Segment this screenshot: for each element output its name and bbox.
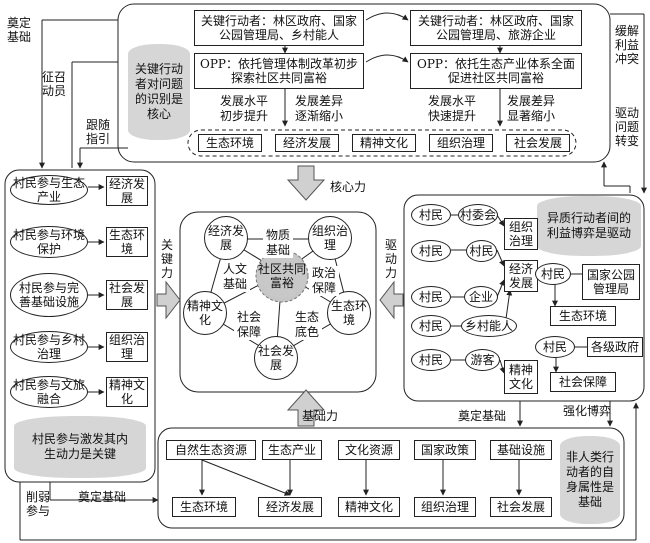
center-node-ecology: 生态环境	[327, 291, 371, 335]
center-link-humanistic: 人文基础	[220, 262, 250, 292]
left-box-social: 社会发展	[106, 280, 148, 310]
base-force-arrow	[286, 389, 326, 427]
key-force-arrow	[156, 280, 181, 320]
left-oval-infrastructure: 村民参与完善基础设施	[10, 273, 88, 317]
bottom-src-industry: 生态产业	[262, 440, 322, 460]
bottom-tgt-governance: 组织治理	[414, 497, 476, 517]
establish-basis-label: 奠定基础	[6, 16, 31, 44]
right-villager-4: 村民	[535, 263, 571, 285]
top-frame	[117, 3, 611, 163]
center-link-material: 物质基础	[263, 228, 293, 258]
drive-force-arrow	[379, 280, 404, 320]
bottom-src-policy: 国家政策	[414, 440, 476, 460]
left-frame	[4, 169, 156, 483]
top-dim-governance: 组织治理	[429, 134, 493, 152]
top-left-gap-text: 发展差异逐渐缩小	[294, 94, 343, 123]
follow-label: 跟随指引	[85, 118, 110, 146]
left-key-cylinder: 村民参与激发其内生动力是关键	[14, 416, 146, 478]
core-force-label: 核心力	[330, 180, 367, 194]
bottom-src-culture: 文化资源	[338, 440, 400, 460]
top-actor-box-1: 关键行动者：林区政府、国家公园管理局、乡村能人	[194, 10, 364, 46]
top-dim-economy: 经济发展	[275, 134, 339, 152]
top-dim-ecology: 生态环境	[198, 134, 262, 152]
bottom-src-natural: 自然生态资源	[166, 440, 256, 460]
bottom-tgt-social: 社会发展	[490, 497, 552, 517]
bottom-src-infra: 基础设施	[490, 440, 552, 460]
base-force-label: 基础力	[302, 409, 339, 423]
center-hub-gear: 社区共同富裕	[258, 254, 306, 298]
center-node-culture: 精神文化	[183, 291, 227, 335]
top-opp-box-1: OPP：依托管理体制改革初步探索社区共同富裕	[194, 53, 364, 89]
top-right-level-text: 发展水平快速提升	[427, 94, 476, 123]
center-node-governance: 组织治理	[308, 216, 352, 260]
right-box-governance: 组织治理	[504, 218, 538, 250]
left-box-ecology: 生态环境	[106, 227, 148, 257]
right-villager-7: 村民	[535, 336, 575, 358]
core-force-arrow	[286, 165, 326, 201]
center-node-social: 社会发展	[254, 336, 298, 380]
bottom-tgt-ecology: 生态环境	[172, 497, 236, 517]
top-dim-culture: 精神文化	[352, 134, 416, 152]
right-frame	[403, 194, 645, 402]
center-link-social: 社会保障	[234, 310, 264, 340]
right-tourist: 游客	[465, 349, 500, 371]
bottom-tgt-culture: 精神文化	[338, 497, 400, 517]
strengthen-game-label: 强化博弈	[563, 404, 612, 418]
left-oval-eco-industry: 村民参与生态产业	[10, 175, 88, 205]
top-dim-social: 社会发展	[506, 134, 570, 152]
bottom-frame	[157, 427, 625, 529]
center-frame	[179, 211, 377, 393]
ease-conflict-label: 缓解利益冲突	[614, 24, 639, 66]
right-box-gov: 各级政府	[587, 337, 643, 357]
top-actor-box-2: 关键行动者：林区政府、国家公园管理局、旅游企业	[410, 10, 582, 46]
recruit-label: 征召动员	[41, 70, 66, 98]
right-villager-3: 村民	[466, 240, 497, 262]
top-core-cylinder: 关键行动者对问题的识别是核心	[128, 44, 190, 140]
right-drive-cylinder: 异质行动者间的利益博弈是驱动	[537, 196, 641, 256]
left-box-economy: 经济发展	[106, 176, 148, 206]
bottom-base-cylinder: 非人类行动者的自身属性是基础	[560, 436, 620, 524]
establish-basis-mid-label: 奠定基础	[458, 409, 507, 423]
right-villager-5: 村民	[411, 286, 451, 308]
top-left-level-text: 发展水平初步提升	[219, 94, 268, 123]
top-right-gap-text: 发展差异显著缩小	[506, 94, 555, 123]
center-node-economy: 经济发展	[204, 216, 248, 260]
weaken-label: 削弱参与	[25, 490, 50, 518]
left-box-governance: 组织治理	[106, 332, 148, 362]
right-villager-2: 村民	[411, 240, 451, 262]
right-villager-1: 村民	[411, 204, 451, 226]
drive-force-label: 驱动力	[384, 238, 397, 280]
key-force-label: 关键力	[160, 238, 173, 280]
right-box-ecology: 生态环境	[550, 306, 616, 326]
right-talent: 乡村能人	[461, 315, 517, 337]
left-oval-culture-tourism: 村民参与文旅融合	[10, 376, 88, 408]
top-opp-box-2: OPP：依托生态产业体系全面促进社区共同富裕	[410, 53, 582, 89]
right-box-culture: 精神文化	[504, 360, 538, 394]
bottom-tgt-economy: 经济发展	[258, 497, 322, 517]
right-box-park-bureau: 国家公园管理局	[582, 264, 640, 300]
center-link-political: 政治保障	[309, 266, 339, 296]
establish-basis-bottom-label: 奠定基础	[78, 490, 127, 504]
left-box-culture: 精神文化	[106, 377, 148, 407]
top-dims-frame	[187, 129, 577, 157]
right-box-social-security: 社会保障	[550, 372, 616, 392]
right-enterprise: 企业	[464, 286, 498, 308]
left-oval-env-protect: 村民参与环境保护	[10, 226, 88, 258]
right-villager-6: 村民	[411, 315, 451, 337]
drive-shift-label: 驱动问题转变	[614, 106, 639, 148]
center-link-ecological: 生态底色	[292, 310, 322, 340]
right-committee: 村委会	[458, 204, 498, 226]
right-box-economy: 经济发展	[504, 260, 538, 292]
right-villager-8: 村民	[411, 349, 451, 371]
left-oval-governance: 村民参与乡村治理	[10, 331, 88, 363]
